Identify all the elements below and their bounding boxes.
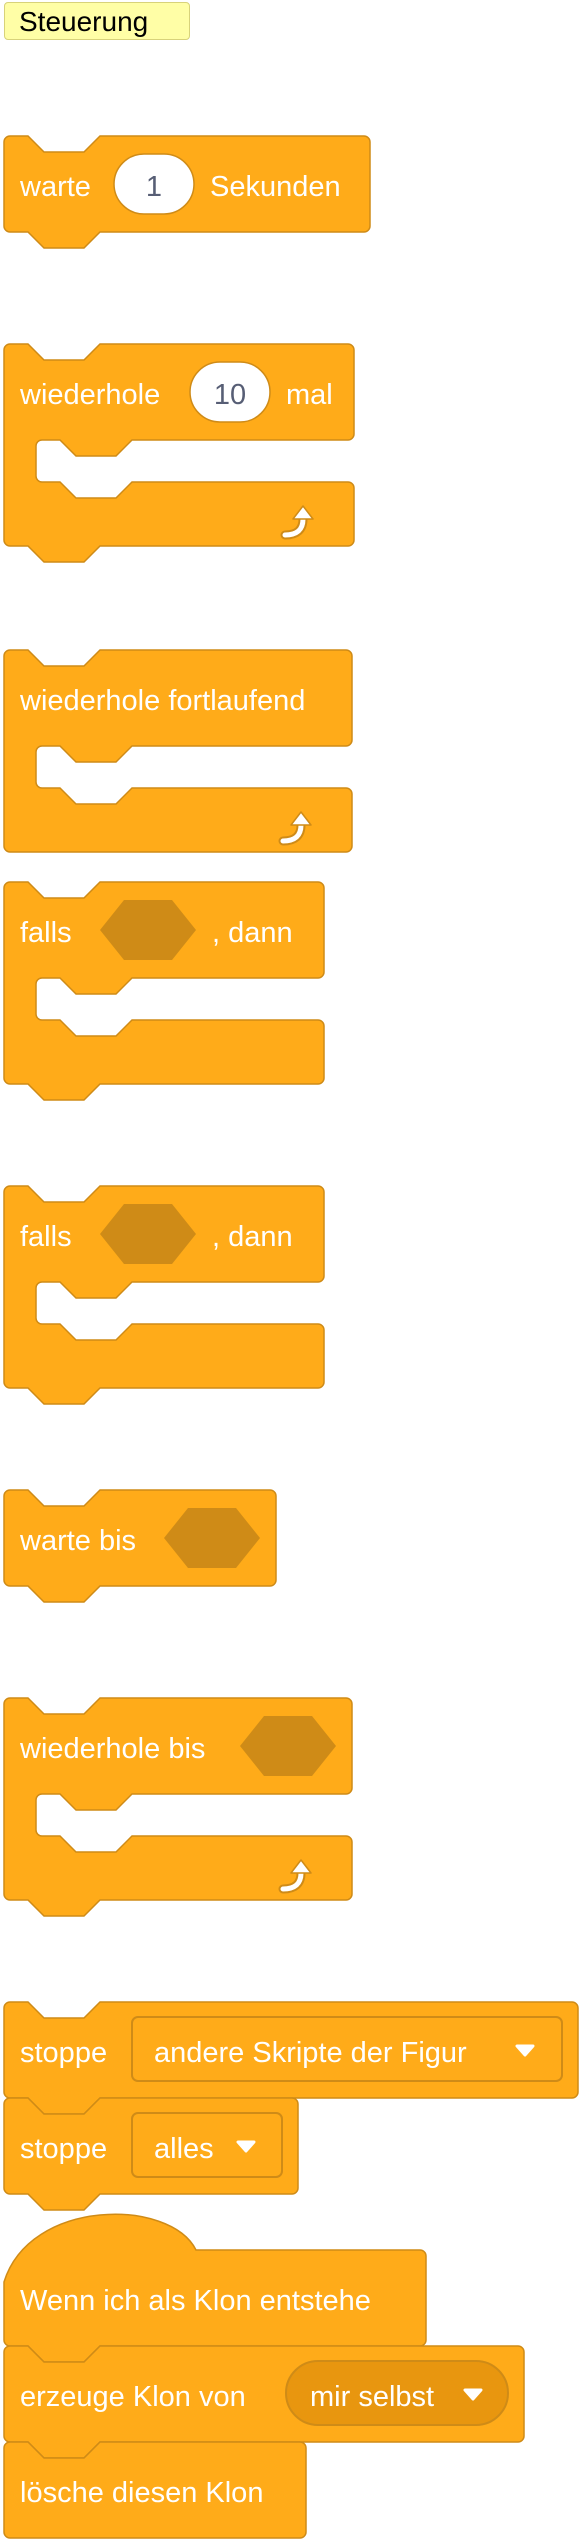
create-clone-block[interactable]: erzeuge Klon von mir selbst xyxy=(0,2345,582,2460)
delete-clone-block[interactable]: lösche diesen Klon xyxy=(0,2441,582,2540)
if-then-block-2[interactable]: falls , dann xyxy=(0,1185,582,1416)
stop-option-value: alles xyxy=(154,2133,214,2165)
repeat-arrow-icon xyxy=(278,811,312,846)
wait-seconds-block[interactable]: warte 1 Sekunden xyxy=(0,135,582,266)
if-then-block[interactable]: falls , dann xyxy=(0,881,582,1112)
dropdown-caret-icon xyxy=(515,2044,535,2057)
repeat-times-block[interactable]: wiederhole 10 mal xyxy=(0,343,582,574)
if-label: falls xyxy=(20,917,72,949)
repeat-until-block[interactable]: wiederhole bis xyxy=(0,1697,582,1928)
condition-slot[interactable] xyxy=(240,1716,336,1776)
stop-all-block[interactable]: stoppe alles xyxy=(0,2097,582,2212)
dropdown-caret-icon xyxy=(463,2388,483,2401)
repeat-count-input[interactable] xyxy=(189,361,271,423)
stop-label: stoppe xyxy=(20,2037,107,2069)
seconds-label: Sekunden xyxy=(210,171,341,203)
stop-option-dropdown[interactable] xyxy=(131,2016,563,2082)
wait-until-block[interactable]: warte bis xyxy=(0,1489,582,1620)
condition-slot[interactable] xyxy=(164,1508,260,1568)
wait-until-label: warte bis xyxy=(19,1525,136,1557)
repeat-arrow-icon xyxy=(278,1859,312,1894)
repeat-until-label: wiederhole bis xyxy=(19,1733,205,1765)
then-label: , dann xyxy=(212,1221,293,1253)
forever-block[interactable]: wiederhole fortlaufend xyxy=(0,649,582,870)
clone-hat-label: Wenn ich als Klon entstehe xyxy=(20,2285,371,2317)
wait-seconds-value: 1 xyxy=(146,171,162,203)
stop-other-scripts-block[interactable]: stoppe andere Skripte der Figur xyxy=(0,2001,582,2116)
dropdown-caret-icon xyxy=(236,2140,256,2153)
forever-label: wiederhole fortlaufend xyxy=(19,685,305,717)
create-clone-label: erzeuge Klon von xyxy=(20,2381,246,2413)
repeat-label: wiederhole xyxy=(19,379,160,411)
delete-clone-label: lösche diesen Klon xyxy=(20,2477,263,2509)
if-label: falls xyxy=(20,1221,72,1253)
condition-slot[interactable] xyxy=(100,1204,196,1264)
stop-option-dropdown[interactable] xyxy=(131,2112,283,2178)
repeat-count-value: 10 xyxy=(214,379,246,411)
condition-slot[interactable] xyxy=(100,900,196,960)
stop-option-value: andere Skripte der Figur xyxy=(154,2037,467,2069)
wait-seconds-input[interactable] xyxy=(113,153,195,215)
then-label: , dann xyxy=(212,917,293,949)
clone-target-value: mir selbst xyxy=(310,2381,434,2413)
stop-label: stoppe xyxy=(20,2133,107,2165)
wait-label: warte xyxy=(19,171,91,203)
repeat-arrow-icon xyxy=(280,505,314,540)
clone-target-dropdown[interactable] xyxy=(285,2360,509,2426)
category-label[interactable]: Steuerung xyxy=(4,2,190,40)
times-label: mal xyxy=(286,379,333,411)
when-clone-starts-hat-block[interactable]: Wenn ich als Klon entstehe xyxy=(0,2210,582,2363)
